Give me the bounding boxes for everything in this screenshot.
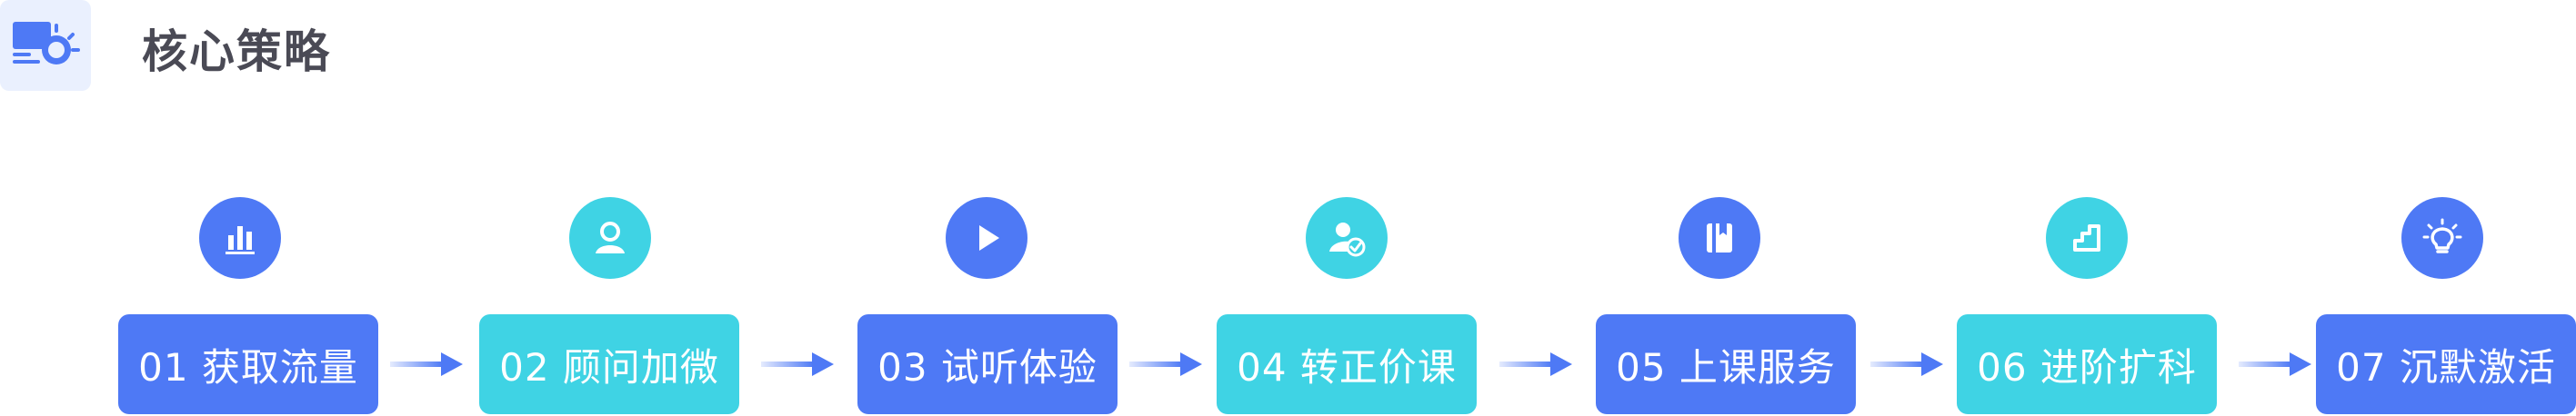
step-2-box: 02 顾问加微 [479, 314, 739, 414]
step-4-icon-circle [1306, 197, 1388, 279]
step-6-icon-circle [2046, 197, 2128, 279]
arrow-right-icon [1499, 352, 1572, 376]
arrow-right-icon [1129, 352, 1202, 376]
header-logo [0, 0, 91, 91]
play-icon [979, 225, 999, 251]
page-title: 核心策略 [142, 25, 331, 78]
step-4-label: 04 转正价课 [1237, 344, 1457, 390]
arrow-right-icon [1870, 352, 1943, 376]
lightbulb-icon [2422, 218, 2462, 253]
step-1-label: 01 获取流量 [138, 344, 358, 390]
step-1-box: 01 获取流量 [118, 314, 378, 414]
step-3-label: 03 试听体验 [877, 344, 1098, 390]
step-7-label: 07 沉默激活 [2336, 344, 2556, 390]
step-7-box: 07 沉默激活 [2316, 314, 2576, 414]
stairs-icon [2073, 224, 2100, 252]
book-icon [1707, 223, 1732, 253]
bar-chart-icon [226, 226, 255, 254]
user-icon [596, 222, 625, 253]
step-4-box: 04 转正价课 [1217, 314, 1477, 414]
step-5-icon-circle [1679, 197, 1760, 279]
step-2-label: 02 顾问加微 [499, 344, 719, 390]
step-2-icon-circle [569, 197, 651, 279]
step-3-box: 03 试听体验 [857, 314, 1118, 414]
user-check-icon [1329, 223, 1366, 257]
arrow-right-icon [390, 352, 463, 376]
arrow-right-icon [2239, 352, 2311, 376]
presentation-lightbulb-icon [13, 22, 80, 64]
step-6-label: 06 进阶扩科 [1977, 344, 2197, 390]
step-1-icon-circle [199, 197, 281, 279]
step-5-box: 05 上课服务 [1596, 314, 1856, 414]
step-7-icon-circle [2401, 197, 2483, 279]
arrow-right-icon [761, 352, 834, 376]
step-5-label: 05 上课服务 [1616, 344, 1836, 390]
step-3-icon-circle [946, 197, 1027, 279]
step-6-box: 06 进阶扩科 [1957, 314, 2217, 414]
